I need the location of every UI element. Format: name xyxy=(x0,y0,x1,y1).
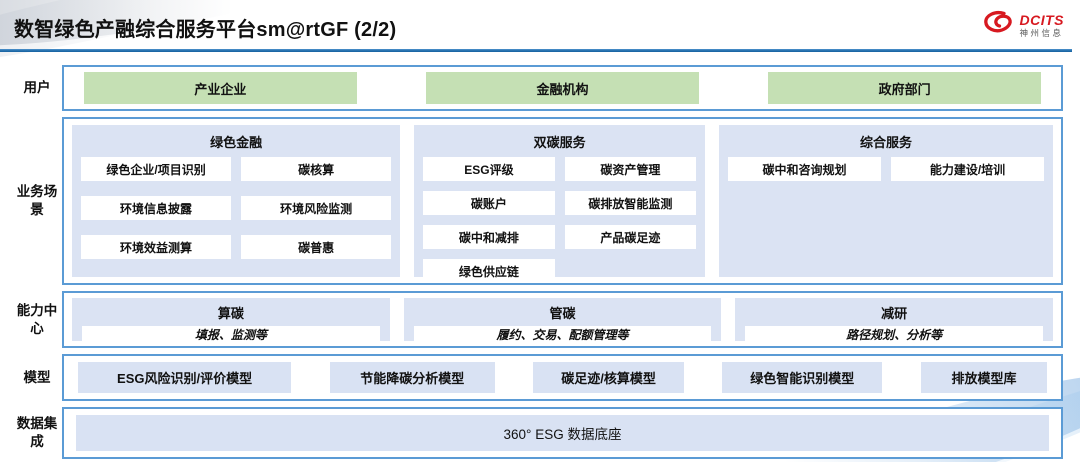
capability-description: 填报、监测等 xyxy=(82,326,380,343)
brand-name: DCITS xyxy=(1019,11,1064,28)
section-title: 综合服务 xyxy=(860,135,913,150)
data-foundation-box: 360° ESG 数据底座 xyxy=(76,415,1049,451)
user-box: 产业企业 xyxy=(84,72,357,104)
scenario-item: 碳账户 xyxy=(423,191,555,215)
users-container: 产业企业 金融机构 政府部门 xyxy=(62,65,1063,111)
slide-header: 数智绿色产融综合服务平台sm@rtGF (2/2) DCITS 神州信息 xyxy=(0,0,1080,49)
model-box: 排放模型库 xyxy=(921,362,1047,393)
model-box: 碳足迹/核算模型 xyxy=(533,362,684,393)
user-box: 政府部门 xyxy=(768,72,1041,104)
scenarios-container: 绿色金融 绿色企业/项目识别 碳核算 环境信息披露 环境风险监测 环境效益测算 … xyxy=(62,117,1063,285)
scenario-item: 碳资产管理 xyxy=(564,157,697,181)
section-dual-carbon-services: 双碳服务 ESG评级 碳资产管理 碳账户 碳排放智能监测 碳中和减排 产品碳足迹… xyxy=(414,125,706,283)
row-label-scenarios: 业务场景 xyxy=(16,184,58,217)
brand-name-chinese: 神州信息 xyxy=(1019,27,1064,38)
section-items: ESG评级 碳资产管理 碳账户 碳排放智能监测 碳中和减排 产品碳足迹 绿色供应… xyxy=(423,157,697,283)
model-box: 绿色智能识别模型 xyxy=(722,362,883,393)
scenario-item: 能力建设/培训 xyxy=(891,157,1044,181)
users-row: 用户 产业企业 金融机构 政府部门 xyxy=(12,65,1063,111)
dcits-logo-text: DCITS 神州信息 xyxy=(1020,13,1065,38)
scenario-item: 绿色企业/项目识别 xyxy=(81,157,232,181)
scenario-item: 环境效益测算 xyxy=(81,235,232,259)
scenario-item: ESG评级 xyxy=(423,157,555,181)
scenario-item: 碳排放智能监测 xyxy=(564,191,697,215)
section-title: 双碳服务 xyxy=(533,135,586,150)
capability-description: 履约、交易、配额管理等 xyxy=(413,326,712,343)
model-box: ESG风险识别/评价模型 xyxy=(78,362,292,393)
dcits-logo: DCITS 神州信息 xyxy=(982,9,1065,41)
row-label-users: 用户 xyxy=(23,80,51,96)
header-divider-line xyxy=(0,49,1072,52)
models-row: 模型 ESG风险识别/评价模型 节能降碳分析模型 碳足迹/核算模型 绿色智能识别… xyxy=(12,354,1063,401)
page-title: 数智绿色产融综合服务平台sm@rtGF (2/2) xyxy=(14,19,397,41)
capability-carbon-management: 管碳 履约、交易、配额管理等 xyxy=(403,298,722,343)
models-container: ESG风险识别/评价模型 节能降碳分析模型 碳足迹/核算模型 绿色智能识别模型 … xyxy=(62,354,1063,401)
scenario-item: 产品碳足迹 xyxy=(564,225,697,249)
row-label-capabilities: 能力中心 xyxy=(16,302,58,336)
user-box: 金融机构 xyxy=(426,72,699,104)
row-label-models: 模型 xyxy=(23,369,51,385)
capabilities-row: 能力中心 算碳 填报、监测等 管碳 履约、交易、配额管理等 减研 路径规划、分析… xyxy=(12,291,1063,348)
data-integration-row: 数据集成 360° ESG 数据底座 xyxy=(12,407,1063,459)
capabilities-container: 算碳 填报、监测等 管碳 履约、交易、配额管理等 减研 路径规划、分析等 xyxy=(62,291,1063,348)
model-box: 节能降碳分析模型 xyxy=(329,362,495,393)
scenario-item: 碳中和咨询规划 xyxy=(728,157,882,181)
scenario-item: 绿色供应链 xyxy=(423,259,555,283)
data-integration-container: 360° ESG 数据底座 xyxy=(62,407,1063,459)
capability-title: 算碳 xyxy=(217,306,244,321)
section-items: 碳中和咨询规划 能力建设/培训 xyxy=(728,157,1044,181)
capability-reduction-research: 减研 路径规划、分析等 xyxy=(735,298,1054,343)
section-green-finance: 绿色金融 绿色企业/项目识别 碳核算 环境信息披露 环境风险监测 环境效益测算 … xyxy=(72,125,401,277)
scenario-item: 环境风险监测 xyxy=(241,196,392,220)
scenario-item: 环境信息披露 xyxy=(81,196,232,220)
capability-carbon-accounting: 算碳 填报、监测等 xyxy=(72,298,390,343)
architecture-diagram: 用户 产业企业 金融机构 政府部门 业务场景 绿色金融 绿色企业/项目识别 碳核… xyxy=(0,52,1080,459)
scenario-item: 碳中和减排 xyxy=(423,225,555,249)
row-label-data-integration: 数据集成 xyxy=(16,416,58,449)
capability-description: 路径规划、分析等 xyxy=(745,326,1044,343)
scenarios-row: 业务场景 绿色金融 绿色企业/项目识别 碳核算 环境信息披露 环境风险监测 环境… xyxy=(12,117,1063,285)
section-items: 绿色企业/项目识别 碳核算 环境信息披露 环境风险监测 环境效益测算 碳普惠 xyxy=(81,157,392,259)
section-title: 绿色金融 xyxy=(210,135,263,150)
dcits-swirl-icon xyxy=(982,9,1016,41)
scenario-item: 碳核算 xyxy=(241,157,392,181)
scenario-item: 碳普惠 xyxy=(241,235,392,259)
capability-title: 管碳 xyxy=(549,306,576,321)
section-comprehensive-services: 综合服务 碳中和咨询规划 能力建设/培训 xyxy=(719,125,1053,277)
capability-title: 减研 xyxy=(881,306,908,321)
